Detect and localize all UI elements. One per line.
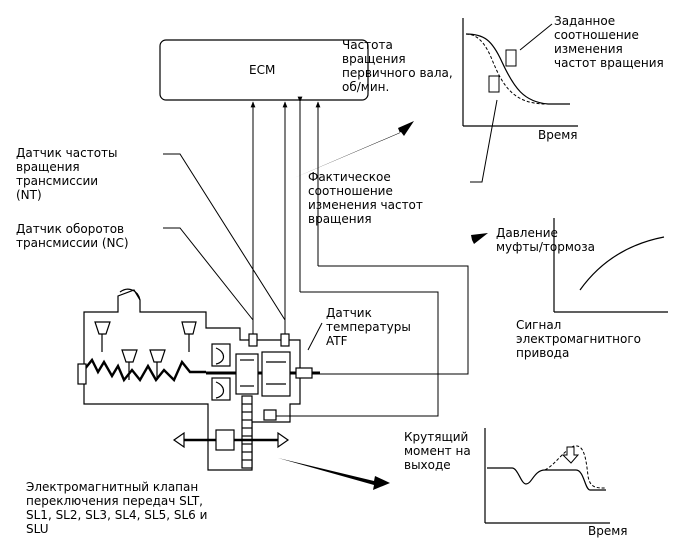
atf-sensor-label: Датчик температуры ATF (326, 306, 411, 348)
sensor-nt-label: Датчик частоты вращения трансмиссии (NT) (16, 146, 118, 202)
chart-pressure (553, 218, 668, 313)
sensor-nc-label: Датчик оборотов трансмиссии (NC) (16, 222, 129, 250)
input-speed-label: Частота вращения первичного вала, об/мин… (342, 38, 453, 94)
callout-lines (163, 23, 553, 351)
signal-lines (250, 96, 469, 417)
pressure-label: Давление муфты/тормоза (496, 226, 595, 254)
fat-arrows (278, 121, 488, 490)
chart-torque (484, 428, 610, 524)
solenoid-signal-label: Сигнал электромагнитного привода (516, 318, 642, 360)
solenoid-valve-label: Электромагнитный клапан переключения пер… (26, 480, 208, 536)
time-bottom-label: Время (588, 524, 628, 538)
actual-ratio-label: Фактическое соотношение изменения частот… (308, 170, 423, 226)
ecm-label: ECM (249, 63, 276, 77)
torque-label: Крутящий момент на выходе (404, 430, 471, 472)
transmission-mechanism (77, 288, 320, 471)
chart-ratio (462, 18, 578, 127)
ecm-box (159, 39, 369, 101)
target-ratio-label: Заданное соотношение изменения частот вр… (554, 14, 664, 70)
time-top-label: Время (538, 128, 578, 142)
